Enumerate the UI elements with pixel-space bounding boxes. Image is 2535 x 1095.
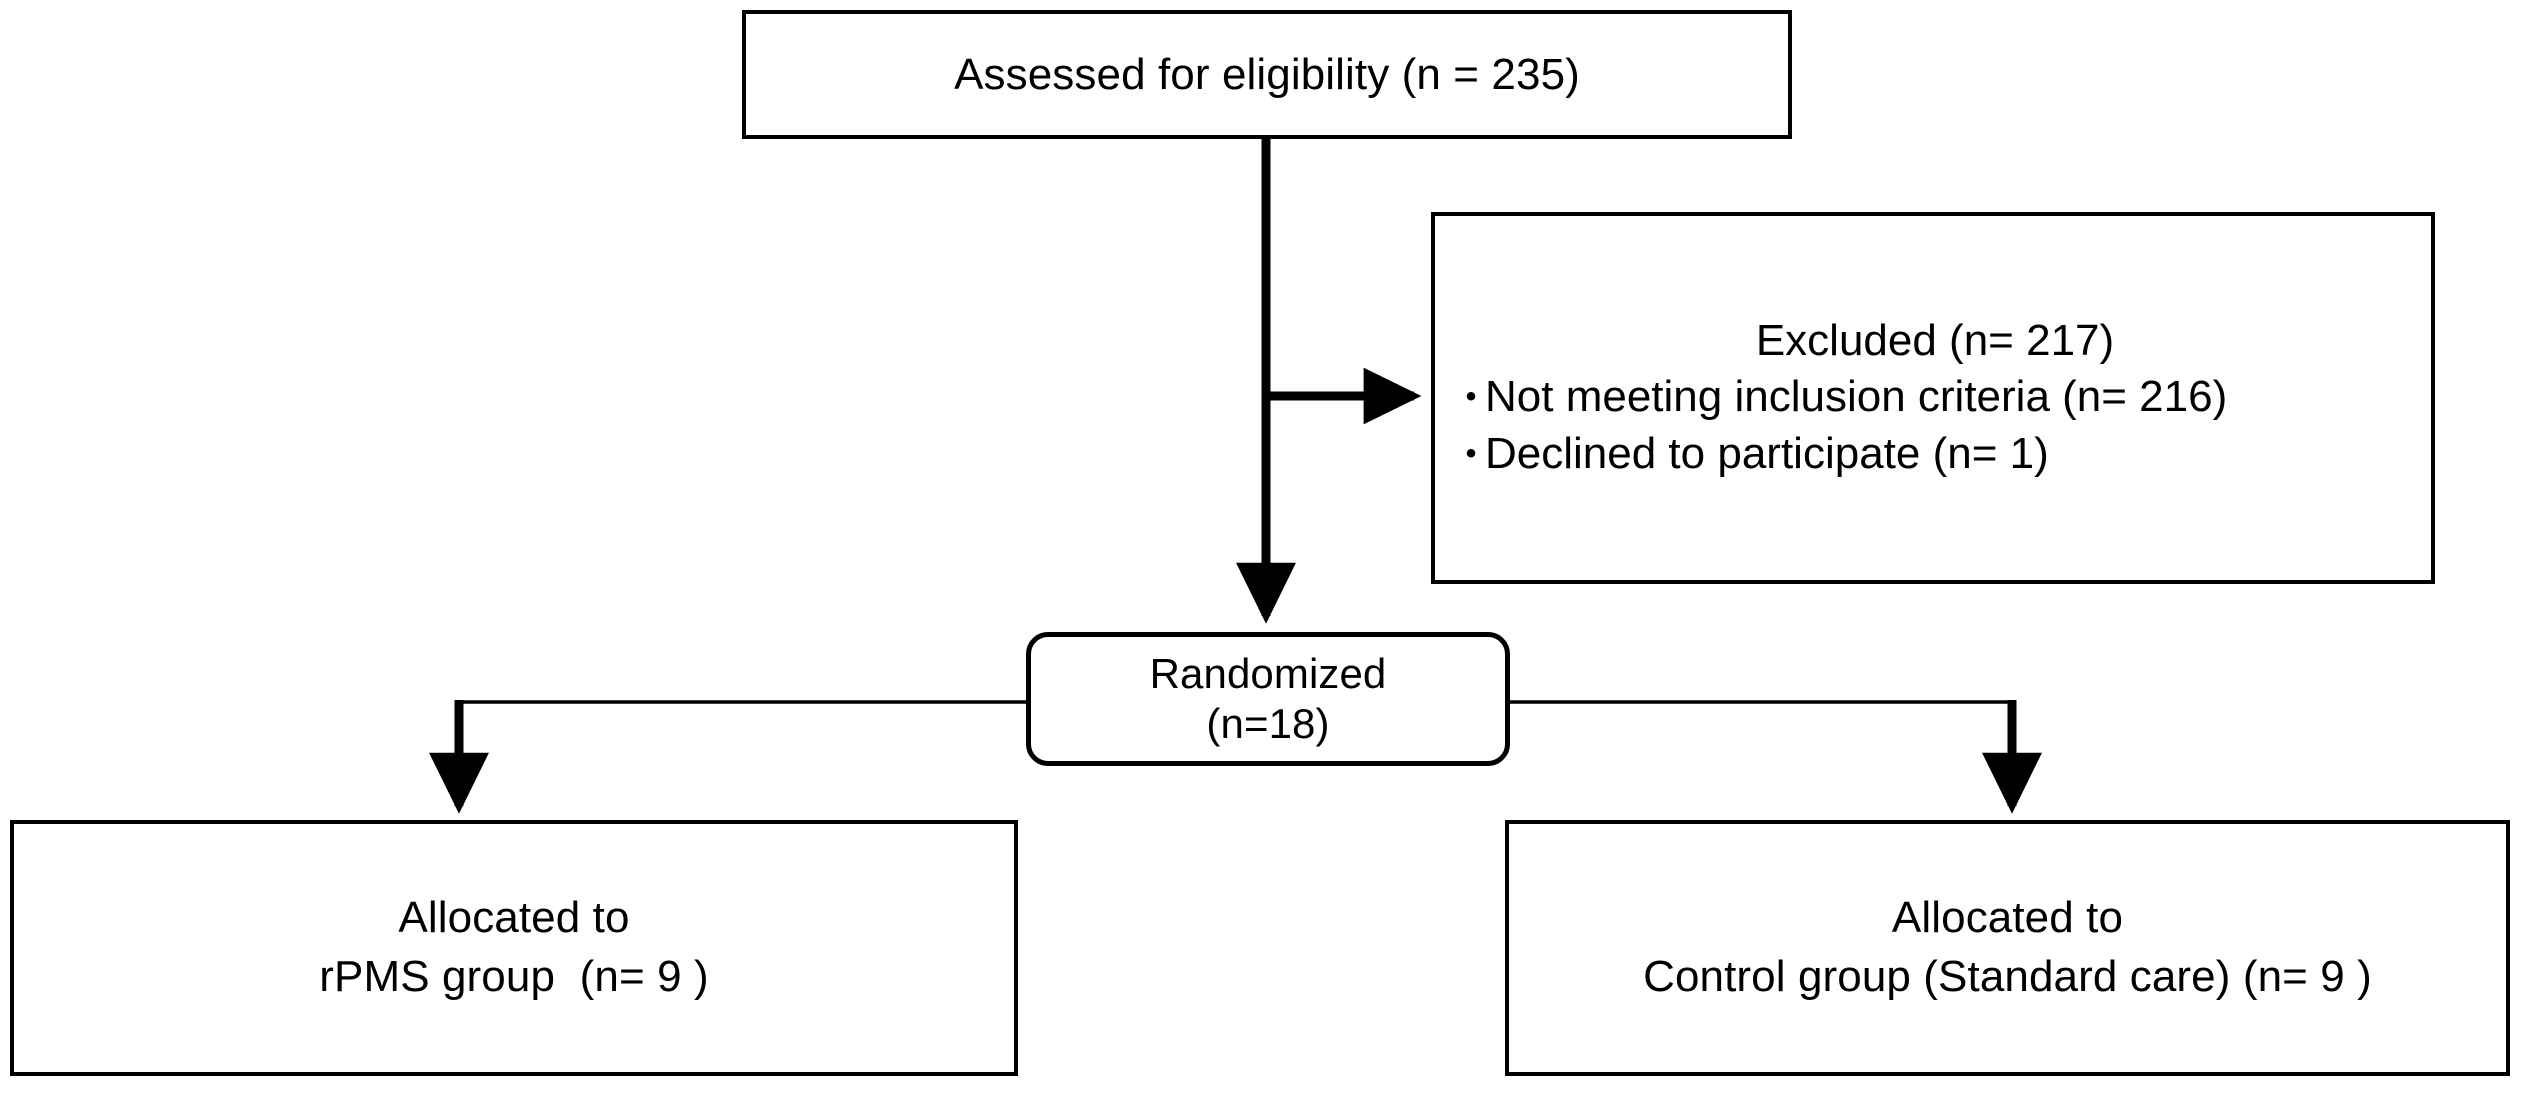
bullet-icon: ・ — [1451, 432, 1491, 477]
excluded-item-label: Not meeting inclusion criteria (n= 216) — [1485, 371, 2228, 421]
node-allocated-rpms-group: Allocated to rPMS group (n= 9 ) — [10, 820, 1018, 1076]
node-excluded: Excluded (n= 217) ・ Not meeting inclusio… — [1431, 212, 2435, 584]
alloc-rpms-line-1: Allocated to — [398, 893, 630, 943]
bullet-icon: ・ — [1451, 375, 1491, 420]
alloc-control-line-2: Control group (Standard care) (n= 9 ) — [1643, 952, 2372, 1001]
assessed-label: Assessed for eligibility (n = 235) — [954, 49, 1580, 99]
node-randomized: Randomized (n=18) — [1026, 632, 1510, 766]
excluded-item-not-meeting-criteria: ・ Not meeting inclusion criteria (n= 216… — [1451, 368, 2419, 425]
node-allocated-control-group: Allocated to Control group (Standard car… — [1505, 820, 2510, 1076]
excluded-item-label: Declined to participate (n= 1) — [1485, 428, 2049, 478]
randomized-label: Randomized — [1149, 649, 1387, 697]
alloc-control-line-1: Allocated to — [1891, 893, 2124, 943]
alloc-rpms-line-2: rPMS group (n= 9 ) — [319, 952, 709, 1001]
randomized-count: (n=18) — [1206, 700, 1330, 747]
node-assessed-for-eligibility: Assessed for eligibility (n = 235) — [742, 10, 1792, 139]
excluded-item-declined: ・ Declined to participate (n= 1) — [1451, 425, 2419, 482]
excluded-title: Excluded (n= 217) — [1755, 315, 2115, 365]
